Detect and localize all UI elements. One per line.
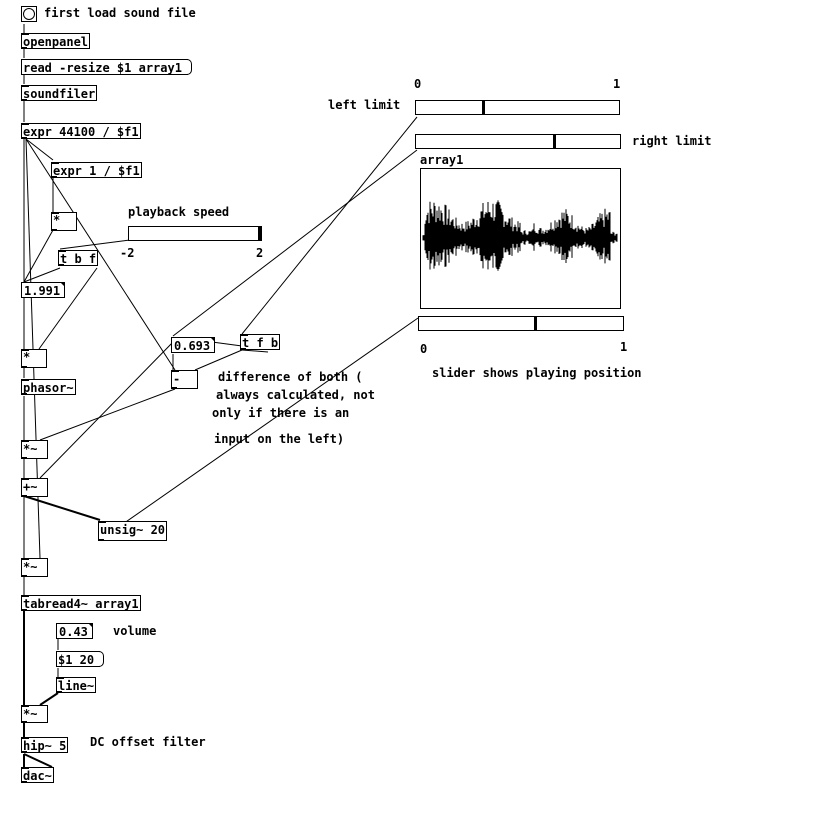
comment-difference-1: difference of both ( [218, 370, 363, 384]
trigger-fb-object[interactable]: t f b [240, 334, 281, 350]
speed-max-label: 2 [256, 246, 264, 260]
slider-knob[interactable] [482, 101, 485, 114]
speed-min-label: -2 [120, 246, 135, 260]
hip-filter-object[interactable]: hip~ 5 [21, 737, 69, 753]
comment-playback-speed: playback speed [128, 205, 230, 219]
waveform-graph [422, 200, 618, 271]
array1-waveform[interactable] [420, 168, 621, 309]
slider-knob[interactable] [533, 317, 537, 330]
line-signal-object[interactable]: line~ [56, 677, 97, 693]
playback-speed-slider[interactable] [128, 226, 262, 241]
limit-min-label: 0 [414, 77, 422, 91]
comment-volume: volume [113, 624, 157, 638]
multiply-signal-object-2[interactable]: *~ [21, 558, 48, 577]
position-slider[interactable] [418, 316, 624, 331]
unsig-object[interactable]: unsig~ 20 [98, 521, 168, 541]
comment-difference-3: only if there is an [212, 406, 350, 420]
multiply-object-1[interactable]: * [51, 212, 77, 231]
comment-left-limit: left limit [328, 98, 401, 112]
left-limit-slider[interactable] [415, 100, 620, 115]
comment-playing-position: slider shows playing position [432, 366, 642, 380]
limit-max-label: 1 [613, 77, 621, 91]
multiply-object-2[interactable]: * [21, 349, 47, 368]
position-max-label: 1 [620, 340, 628, 354]
tabread4-object[interactable]: tabread4~ array1 [21, 595, 141, 611]
subtract-object[interactable]: - [171, 370, 198, 389]
soundfiler-object[interactable]: soundfiler [21, 85, 98, 101]
comment-difference-2: always calculated, not [216, 388, 375, 402]
comment-difference-4: input on the left) [214, 432, 345, 446]
trigger-bf-object[interactable]: t b f [58, 250, 99, 266]
multiply-signal-object-3[interactable]: *~ [21, 705, 48, 723]
multiply-signal-object-1[interactable]: *~ [21, 440, 48, 459]
comment-dc-offset: DC offset filter [90, 735, 206, 749]
read-message[interactable]: read -resize $1 array1 [21, 59, 192, 75]
expr-samplerate-object[interactable]: expr 44100 / $f1 [21, 123, 141, 139]
array-name-label: array1 [420, 153, 464, 167]
phasor-object[interactable]: phasor~ [21, 379, 76, 395]
add-signal-object[interactable]: +~ [21, 478, 48, 497]
openpanel-object[interactable]: openpanel [21, 33, 91, 49]
slider-knob[interactable] [552, 135, 556, 148]
difference-number-box[interactable]: 0.693 [171, 337, 216, 353]
load-bang[interactable] [21, 6, 37, 22]
volume-number-box[interactable]: 0.43 [56, 623, 93, 639]
bang-circle-icon [23, 8, 35, 20]
position-min-label: 0 [420, 342, 428, 356]
speed-number-box[interactable]: 1.991 [21, 282, 66, 298]
expr-reciprocal-object[interactable]: expr 1 / $f1 [51, 162, 142, 178]
comment-first-load: first load sound file [44, 6, 196, 20]
right-limit-slider[interactable] [415, 134, 621, 149]
slider-knob[interactable] [257, 227, 261, 240]
comment-right-limit: right limit [632, 134, 712, 148]
dac-object[interactable]: dac~ [21, 767, 54, 783]
line-ramp-message[interactable]: $1 20 [56, 651, 105, 667]
